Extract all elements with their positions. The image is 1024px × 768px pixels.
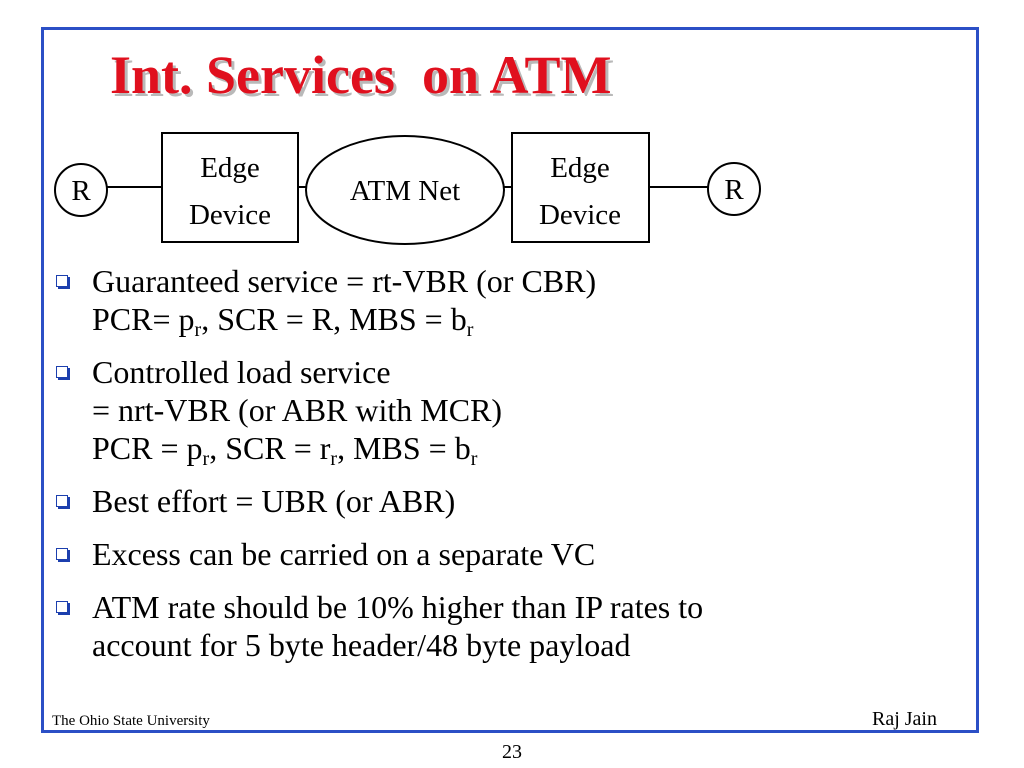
bullet-controlled-load: Controlled load service = nrt-VBR (or AB…: [56, 353, 956, 470]
bullet-text: Excess can be carried on a separate VC: [92, 536, 596, 572]
atm-net-cloud: [305, 135, 505, 245]
bullet-marker-icon: [56, 366, 68, 378]
bullet-formula: PCR = pr, SCR = rr, MBS = br: [92, 430, 478, 470]
bullet-marker-icon: [56, 275, 68, 287]
slide-frame: [41, 27, 979, 733]
bullet-atm-rate: ATM rate should be 10% higher than IP ra…: [56, 588, 956, 664]
page-number: 23: [502, 741, 522, 763]
bullet-list: Guaranteed service = rt-VBR (or CBR) PCR…: [56, 262, 956, 679]
left-edge-device-line2: Device: [189, 199, 271, 231]
left-router-node: [54, 163, 108, 217]
bullet-text: Controlled load service: [92, 354, 391, 390]
bullet-formula: PCR= pr, SCR = R, MBS = br: [92, 301, 474, 341]
right-router-label: R: [724, 174, 744, 206]
right-edge-device-line1: Edge: [550, 152, 610, 184]
footer-institution: The Ohio State University: [52, 713, 210, 729]
bullet-best-effort: Best effort = UBR (or ABR): [56, 482, 956, 520]
footer-author: Raj Jain: [872, 708, 937, 730]
bullet-text: account for 5 byte header/48 byte payloa…: [92, 627, 631, 663]
right-edge-device-line2: Device: [539, 199, 621, 231]
bullet-marker-icon: [56, 601, 68, 613]
left-router-label: R: [71, 175, 91, 207]
atm-net-label: ATM Net: [350, 175, 460, 207]
bullet-marker-icon: [56, 495, 68, 507]
right-router-node: [707, 162, 761, 216]
bullet-text: = nrt-VBR (or ABR with MCR): [92, 392, 503, 428]
bullet-marker-icon: [56, 548, 68, 560]
bullet-text: Guaranteed service = rt-VBR (or CBR): [92, 263, 597, 299]
bullet-text: ATM rate should be 10% higher than IP ra…: [92, 589, 704, 625]
left-edge-device-box: [161, 132, 299, 243]
slide-title: Int. Services on ATM: [110, 45, 612, 105]
left-edge-device-line1: Edge: [200, 152, 260, 184]
bullet-text: Best effort = UBR (or ABR): [92, 483, 456, 519]
right-edge-device-box: [511, 132, 650, 243]
bullet-excess: Excess can be carried on a separate VC: [56, 535, 956, 573]
bullet-guaranteed-service: Guaranteed service = rt-VBR (or CBR) PCR…: [56, 262, 956, 341]
